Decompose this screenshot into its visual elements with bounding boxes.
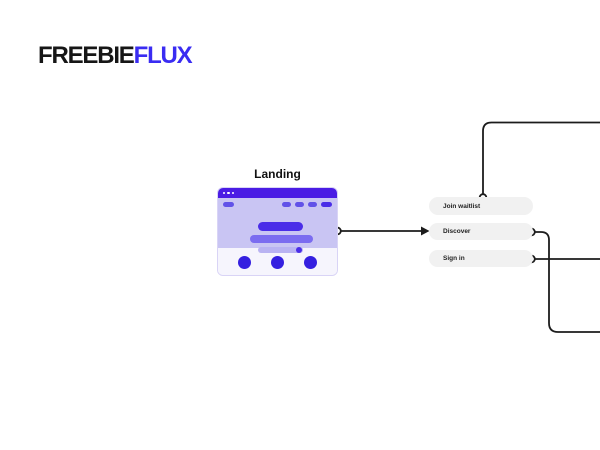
mockup-nav-link-pill bbox=[295, 201, 304, 207]
logo-text-flux: FLUX bbox=[133, 42, 193, 69]
feature-circle-icon bbox=[238, 256, 251, 269]
mockup-navbar bbox=[218, 201, 337, 207]
traffic-light-dot-icon bbox=[227, 191, 230, 195]
browser-titlebar bbox=[218, 188, 337, 198]
sign-in-button[interactable]: Sign in bbox=[429, 250, 533, 267]
edge-join-waitlist-to-top-right[interactable] bbox=[482, 121, 600, 195]
traffic-light-dot-icon bbox=[223, 191, 226, 195]
mockup-nav-cta-pill bbox=[321, 201, 332, 207]
traffic-light-dot-icon bbox=[231, 191, 235, 195]
discover-button[interactable]: Discover bbox=[429, 223, 533, 240]
mockup-headline-pill bbox=[258, 222, 303, 231]
feature-circle-icon bbox=[304, 256, 317, 269]
mockup-input-dot-icon bbox=[296, 247, 302, 253]
app-logo: FREEBIEFLUX bbox=[38, 42, 193, 70]
node-landing-card[interactable] bbox=[217, 187, 338, 276]
edge-discover-to-bottom-right[interactable] bbox=[534, 231, 600, 333]
mockup-subheadline-pill bbox=[250, 235, 313, 243]
mockup-nav-link-pill bbox=[282, 201, 291, 207]
feature-circle-icon bbox=[271, 256, 284, 269]
mockup-hero-section bbox=[218, 198, 337, 253]
mockup-nav-brand-pill bbox=[223, 201, 234, 207]
node-title-landing: Landing bbox=[254, 167, 301, 181]
join-waitlist-button[interactable]: Join waitlist bbox=[429, 197, 533, 215]
mockup-nav-link-pill bbox=[308, 201, 317, 207]
logo-text-freebie: FREEBIE bbox=[38, 42, 135, 69]
mockup-nav-links bbox=[282, 201, 332, 207]
mockup-input-pill bbox=[258, 247, 303, 253]
